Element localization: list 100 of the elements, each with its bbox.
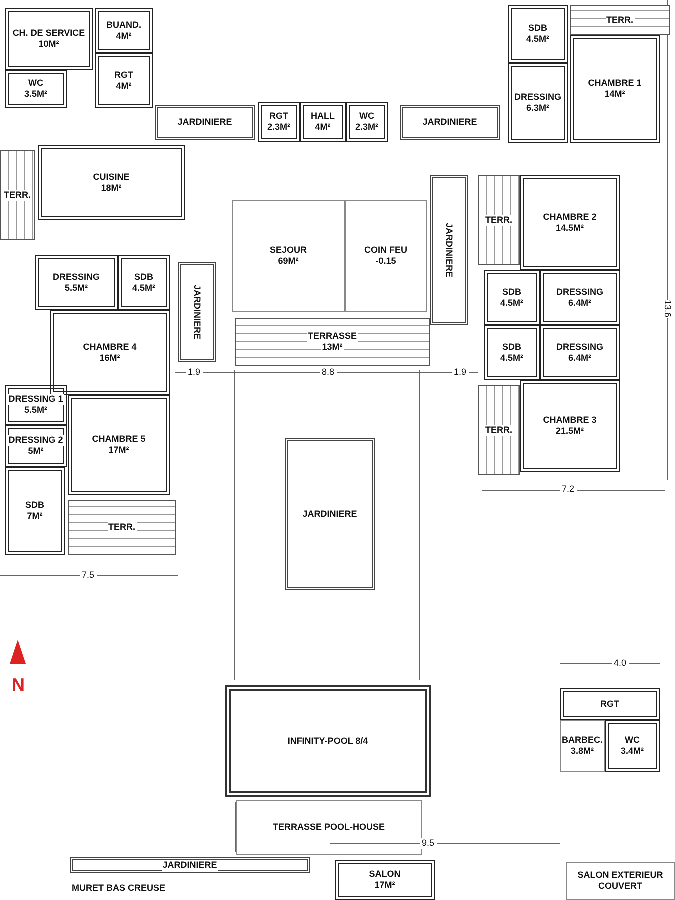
room-outline: [35, 255, 118, 310]
open-area: [232, 200, 345, 312]
room-outline: [68, 395, 170, 495]
area-label: 10M²: [38, 39, 60, 50]
room-label: SALON: [368, 869, 402, 880]
room-outline: [5, 467, 65, 555]
area-label: 17M²: [108, 445, 130, 456]
area-label: 6.3M²: [525, 103, 550, 114]
terrace-area: [478, 385, 520, 475]
room-outline: [508, 5, 568, 63]
room-label: CHAMBRE 5: [91, 434, 147, 445]
area-label: 13M²: [321, 342, 344, 353]
room-outline: [570, 35, 660, 143]
room-label: CHAMBRE 1: [587, 78, 643, 89]
area-label: 14.5M²: [554, 222, 585, 234]
area-label: 3.8M²: [570, 746, 595, 757]
room-outline: [346, 102, 388, 142]
area-label: 18M²: [100, 182, 123, 194]
area-label: 16M²: [98, 352, 122, 364]
room-outline: [484, 270, 540, 325]
room-outline: [520, 175, 620, 270]
room-label: BUAND.: [106, 20, 142, 30]
room-label: TERRASSE: [306, 331, 358, 342]
room-label: JARDINIERE: [422, 117, 478, 128]
planter-outline: [285, 438, 375, 590]
area-label: -0.15: [374, 256, 398, 267]
room-outline: [508, 63, 568, 143]
area-label: 4.5M²: [499, 298, 524, 308]
dimension-label: 8.8: [320, 367, 337, 378]
room-label: WC: [28, 78, 44, 89]
room-outline: [335, 860, 435, 900]
dimension-label: 7.5: [80, 570, 97, 581]
room-outline: [300, 102, 346, 142]
dimension-label: 4.0: [612, 658, 629, 669]
room-label: SDB: [24, 500, 46, 511]
dimension-label: 1.9: [452, 367, 469, 378]
room-label: TERR.: [484, 424, 514, 436]
dimension-label: 1.9: [186, 367, 203, 378]
terrace-area: [570, 5, 670, 35]
room-label: RGT: [268, 111, 290, 122]
room-label: SDB: [527, 23, 548, 34]
room-outline: [520, 380, 620, 472]
room-label: WC: [624, 735, 641, 746]
room-label: TERR.: [108, 522, 136, 533]
area-label: 21.5M²: [554, 426, 585, 437]
room-outline: [38, 145, 185, 220]
room-label: CHAMBRE 2: [542, 212, 598, 222]
dimension-label: 9.5: [420, 838, 437, 849]
area-label: 4M²: [115, 80, 133, 92]
area-label: 4M²: [314, 122, 332, 133]
room-label: JARDINIERE: [162, 860, 218, 870]
terrace-area: [235, 318, 430, 366]
open-area: [560, 720, 605, 772]
terrace-area: [0, 150, 35, 240]
terrace-area: [68, 500, 176, 555]
area-label: 4M²: [115, 30, 133, 42]
room-outline: [540, 325, 620, 380]
room-label: SDB: [501, 286, 522, 298]
open-area: [566, 862, 675, 900]
room-label: DRESSING 1: [8, 394, 64, 405]
area-label: 5.5M²: [64, 282, 89, 294]
room-label: CUISINE: [92, 172, 131, 182]
area-label: 17M²: [374, 880, 396, 891]
room-outline: [95, 8, 153, 53]
pool-outline: [225, 685, 431, 797]
room-outline: [484, 325, 540, 380]
room-label: CHAMBRE 3: [542, 415, 598, 426]
room-label: JARDINIERE: [176, 117, 234, 128]
room-outline: [5, 8, 93, 70]
room-label: SEJOUR: [268, 245, 308, 256]
room-label: CHAMBRE 4: [82, 342, 138, 352]
area-label: 2.3M²: [266, 122, 292, 133]
planter-outline: [155, 105, 255, 140]
room-label: JARDINIERE: [302, 508, 358, 520]
planter-outline: [178, 262, 216, 362]
planter-outline: [430, 175, 468, 325]
room-label: TERR.: [484, 214, 514, 226]
room-outline: [50, 310, 170, 395]
room-outline: [560, 688, 660, 720]
room-outline: [5, 385, 67, 425]
room-outline: [605, 720, 660, 772]
room-label: DRESSING: [52, 272, 101, 282]
area-label: 5.5M²: [23, 405, 48, 416]
room-label: SDB: [133, 272, 154, 282]
room-label: WC: [358, 111, 376, 122]
room-label: DRESSING: [555, 286, 604, 298]
room-label: DRESSING 2: [8, 435, 64, 446]
area-label: 3.4M²: [620, 746, 645, 757]
area-label: 4.5M²: [525, 34, 550, 45]
area-label: 3.5M²: [23, 89, 48, 100]
room-label: RGT: [600, 698, 620, 710]
area-label: 2.3M²: [354, 122, 380, 133]
room-label: COIN FEU: [363, 245, 408, 256]
room-label: TERR.: [3, 190, 32, 200]
area-label: 14M²: [604, 89, 626, 100]
area-label: 4.5M²: [499, 352, 524, 364]
room-label: CH. DE SERVICE: [12, 28, 86, 39]
room-label: RGT: [114, 70, 134, 80]
planter-outline: [70, 857, 310, 873]
room-label: INFINITY-POOL 8/4: [286, 736, 370, 746]
